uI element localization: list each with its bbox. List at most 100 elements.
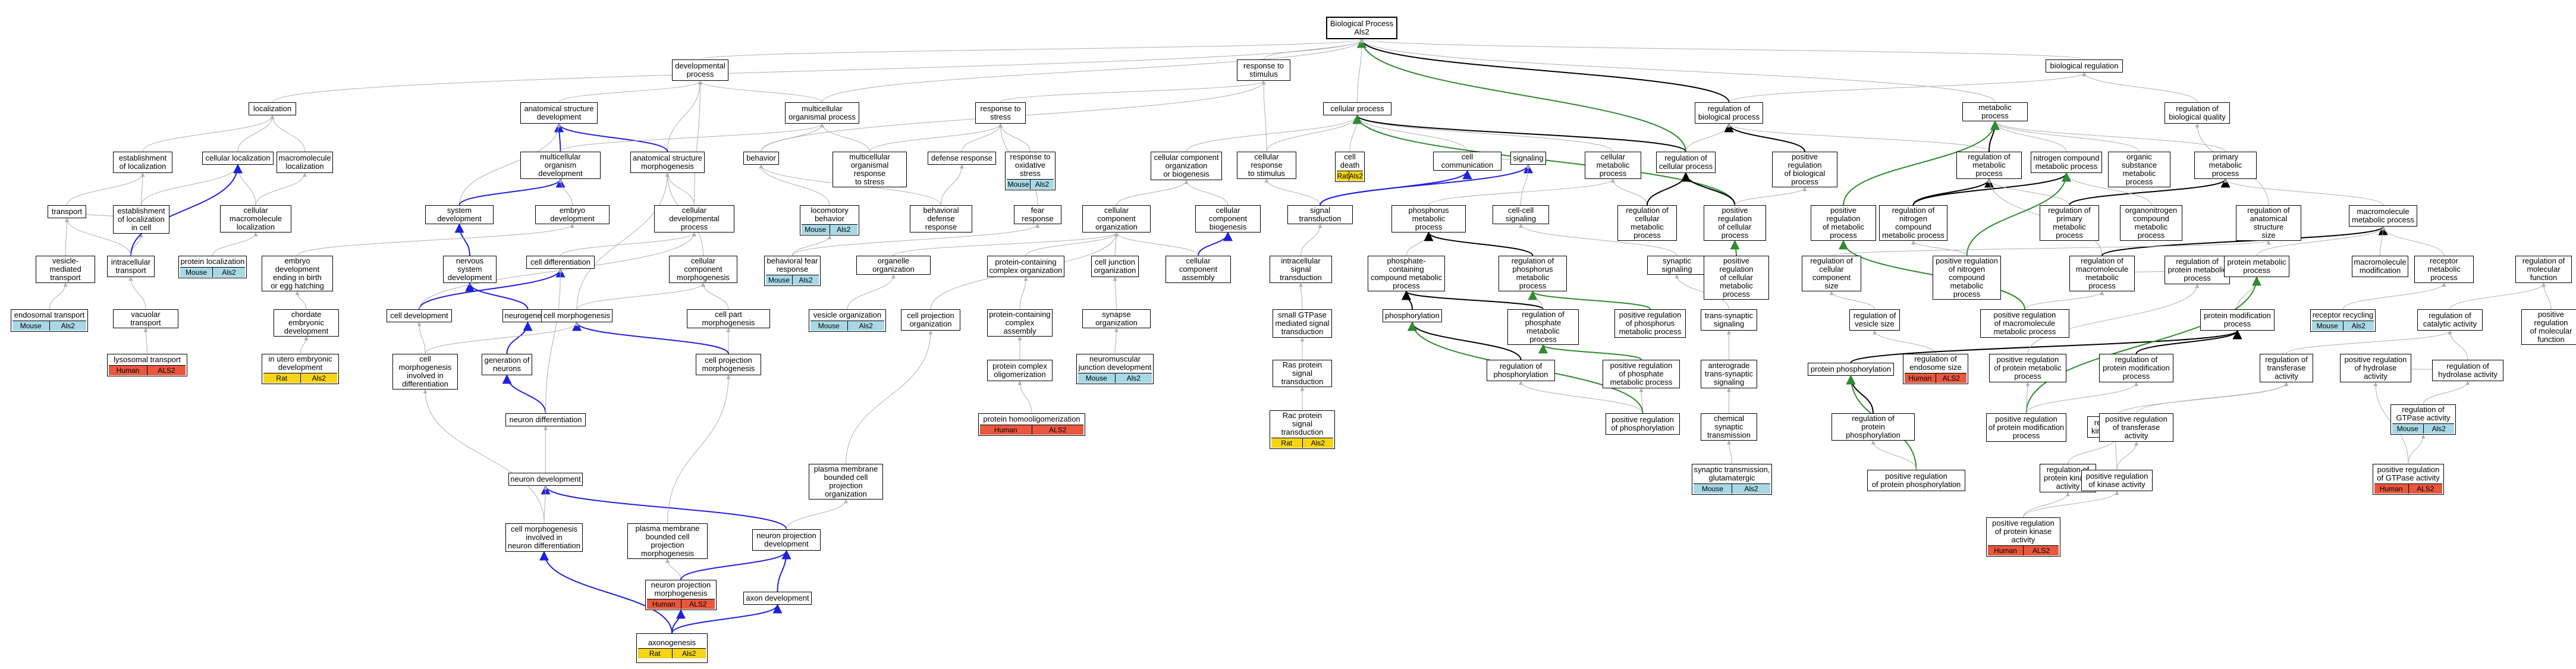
go-term-regas[interactable]: regulation of anatomical structure size [2236, 205, 2301, 241]
go-term-regbp[interactable]: regulation of biological process [1695, 102, 1763, 124]
go-term-pmbcpm[interactable]: plasma membrane bounded cell projection … [809, 464, 883, 500]
go-term-ncmp[interactable]: nitrogen compound metabolic process [2031, 152, 2102, 173]
go-term-rasst[interactable]: Ras protein signal transduction [1273, 360, 1332, 387]
go-term-cco[interactable]: cellular component organization [1082, 205, 1151, 233]
go-term-pmbcpmorph[interactable]: plasma membrane bounded cell projection … [627, 523, 708, 559]
go-term-regcp[interactable]: regulation of cellular process [1656, 152, 1716, 173]
go-term-regtrans[interactable]: regulation of transferase activity [2260, 354, 2313, 382]
go-term-regphosmp2[interactable]: regulation of phosphate metabolic proces… [1507, 309, 1579, 345]
go-term-posregbp[interactable]: positive regulation of biological proces… [1772, 152, 1837, 187]
go-term-posregmf[interactable]: positive regulation of molecular functio… [2521, 309, 2576, 345]
go-term-ccsig[interactable]: cell-cell signaling [1493, 205, 1549, 224]
go-term-crs[interactable]: cellular response to stimulus [1237, 152, 1296, 179]
go-term-genneur[interactable]: generation of neurons [482, 354, 532, 375]
go-term-pcco[interactable]: protein complex oligomerization [987, 360, 1053, 381]
go-term-asm[interactable]: anatomical structure morphogenesis [630, 152, 705, 173]
go-term-orgorg[interactable]: organelle organization [856, 256, 931, 275]
go-term-regmp[interactable]: regulation of metabolic process [1956, 152, 2022, 179]
go-term-recmp[interactable]: receptor metabolic process [2414, 256, 2474, 283]
go-term-localization[interactable]: localization [249, 102, 296, 115]
go-term-embdev[interactable]: embryo development [535, 205, 610, 224]
go-term-posregpmp[interactable]: positive regulation of macromolecule met… [1980, 309, 2069, 338]
go-term-pccasm[interactable]: protein-containing complex assembly [987, 309, 1053, 337]
go-term-sysdev[interactable]: system development [425, 205, 494, 224]
go-term-synsig[interactable]: synaptic signaling [1647, 256, 1707, 275]
go-term-ced[interactable]: chordate embryonic development [274, 309, 339, 337]
go-term-edbh[interactable]: embryo development ending in birth or eg… [262, 256, 333, 291]
go-term-cmind[interactable]: cell morphogenesis involved in different… [392, 354, 458, 390]
go-term-cpmorph[interactable]: cell part morphogenesis [687, 309, 770, 328]
go-term-cmnd[interactable]: cell morphogenesis involved in neuron di… [505, 523, 583, 552]
go-term-defresp[interactable]: defense response [928, 152, 996, 165]
go-term-fear[interactable]: fear response [1014, 205, 1061, 224]
go-term-cpmorph2[interactable]: cell projection morphogenesis [696, 354, 761, 375]
go-term-neurdiff[interactable]: neuron differentiation [505, 413, 586, 426]
go-term-cellproj[interactable]: cell projection organization [901, 309, 960, 331]
go-term-regphos[interactable]: regulation of phosphorylation [1487, 360, 1555, 381]
go-term-macromod[interactable]: macromolecule modification [2352, 256, 2408, 277]
go-term-posregcmp[interactable]: positive regulation of cellular metaboli… [1704, 256, 1769, 300]
go-term-cellproc[interactable]: cellular process [1323, 102, 1391, 115]
go-term-regpmp[interactable]: regulation of primary metabolic process [2040, 205, 2099, 241]
go-term-chemsyn[interactable]: chemical synaptic transmission [1701, 413, 1757, 441]
go-term-transport[interactable]: transport [48, 205, 86, 218]
go-term-cjorg[interactable]: cell junction organization [1091, 256, 1139, 277]
go-term-npd[interactable]: neuron projection development [752, 529, 821, 551]
go-term-posreghydro[interactable]: positive regulation of hydrolase activit… [2340, 354, 2411, 382]
go-term-morts[interactable]: multicellular organismal response to str… [833, 152, 907, 187]
go-term-posregprotmp[interactable]: positive regulation of protein metabolic… [1989, 354, 2066, 382]
go-term-posregprotmod[interactable]: positive regulation of protein modificat… [1986, 413, 2066, 442]
go-term-osmp[interactable]: organic substance metabolic process [2108, 152, 2170, 187]
go-term-metproc[interactable]: metabolic process [1962, 102, 2028, 121]
go-term-ict[interactable]: intracellular transport [107, 256, 155, 277]
go-term-posregccs[interactable]: positive regulation of nitrogen compound… [1933, 256, 2001, 300]
go-term-regbq[interactable]: regulation of biological quality [2165, 102, 2230, 124]
go-term-asd[interactable]: anatomical structure development [520, 102, 598, 124]
go-term-resp[interactable]: response to stimulus [1237, 59, 1290, 81]
go-term-macromp[interactable]: macromolecule metabolic process [2349, 205, 2417, 227]
go-term-macroloc[interactable]: macromolecule localization [277, 152, 333, 173]
go-term-transsyn[interactable]: trans-synaptic signaling [1701, 309, 1757, 331]
go-term-phosmp[interactable]: phosphorus metabolic process [1391, 205, 1466, 233]
go-term-pmp[interactable]: primary metabolic process [2194, 152, 2257, 179]
go-term-nsd[interactable]: nervous system development [443, 256, 497, 283]
go-term-posregcp[interactable]: positive regulation of cellular process [1704, 205, 1766, 241]
go-term-cca[interactable]: cellular component assembly [1166, 256, 1231, 283]
go-term-cellcomm[interactable]: cell communication [1433, 152, 1501, 171]
go-term-posregphos2[interactable]: positive regulation of phosphate metabol… [1603, 360, 1680, 388]
go-term-reghydro[interactable]: regulation of hydrolase activity [2432, 360, 2503, 381]
go-term-axondev[interactable]: axon development [743, 592, 812, 605]
go-term-regmacromp[interactable]: regulation of macromolecule metabolic pr… [2069, 256, 2135, 291]
go-term-protphos[interactable]: protein phosphorylation [1808, 363, 1894, 376]
go-term-posregtrans[interactable]: positive regulation of transferase activ… [2099, 413, 2173, 442]
go-term-sigtrans[interactable]: signal transduction [1287, 205, 1353, 224]
go-term-signaling[interactable]: signaling [1510, 152, 1546, 165]
go-term-regphosmp[interactable]: regulation of phosphorus metabolic proce… [1499, 256, 1567, 291]
go-term-celldiff[interactable]: cell differentiation [526, 256, 595, 269]
go-term-synorg[interactable]: synapse organization [1082, 309, 1151, 328]
go-term-bioreg[interactable]: biological regulation [2046, 59, 2123, 73]
go-term-rtos[interactable]: response to stress [975, 102, 1026, 124]
go-term-protmp[interactable]: protein metabolic process [2224, 256, 2289, 277]
go-term-estlocincell[interactable]: establishment of localization in cell [113, 205, 169, 234]
go-term-smallgtp[interactable]: small GTPase mediated signal transductio… [1273, 309, 1332, 338]
go-term-cmp[interactable]: cellular metabolic process [1585, 152, 1641, 179]
go-term-regccsize[interactable]: regulation of cellular component size [1802, 256, 1861, 291]
go-term-posregprotphos[interactable]: positive regulation of protein phosphory… [1867, 470, 1965, 491]
go-term-regprotmod[interactable]: regulation of protein modification proce… [2099, 354, 2173, 382]
